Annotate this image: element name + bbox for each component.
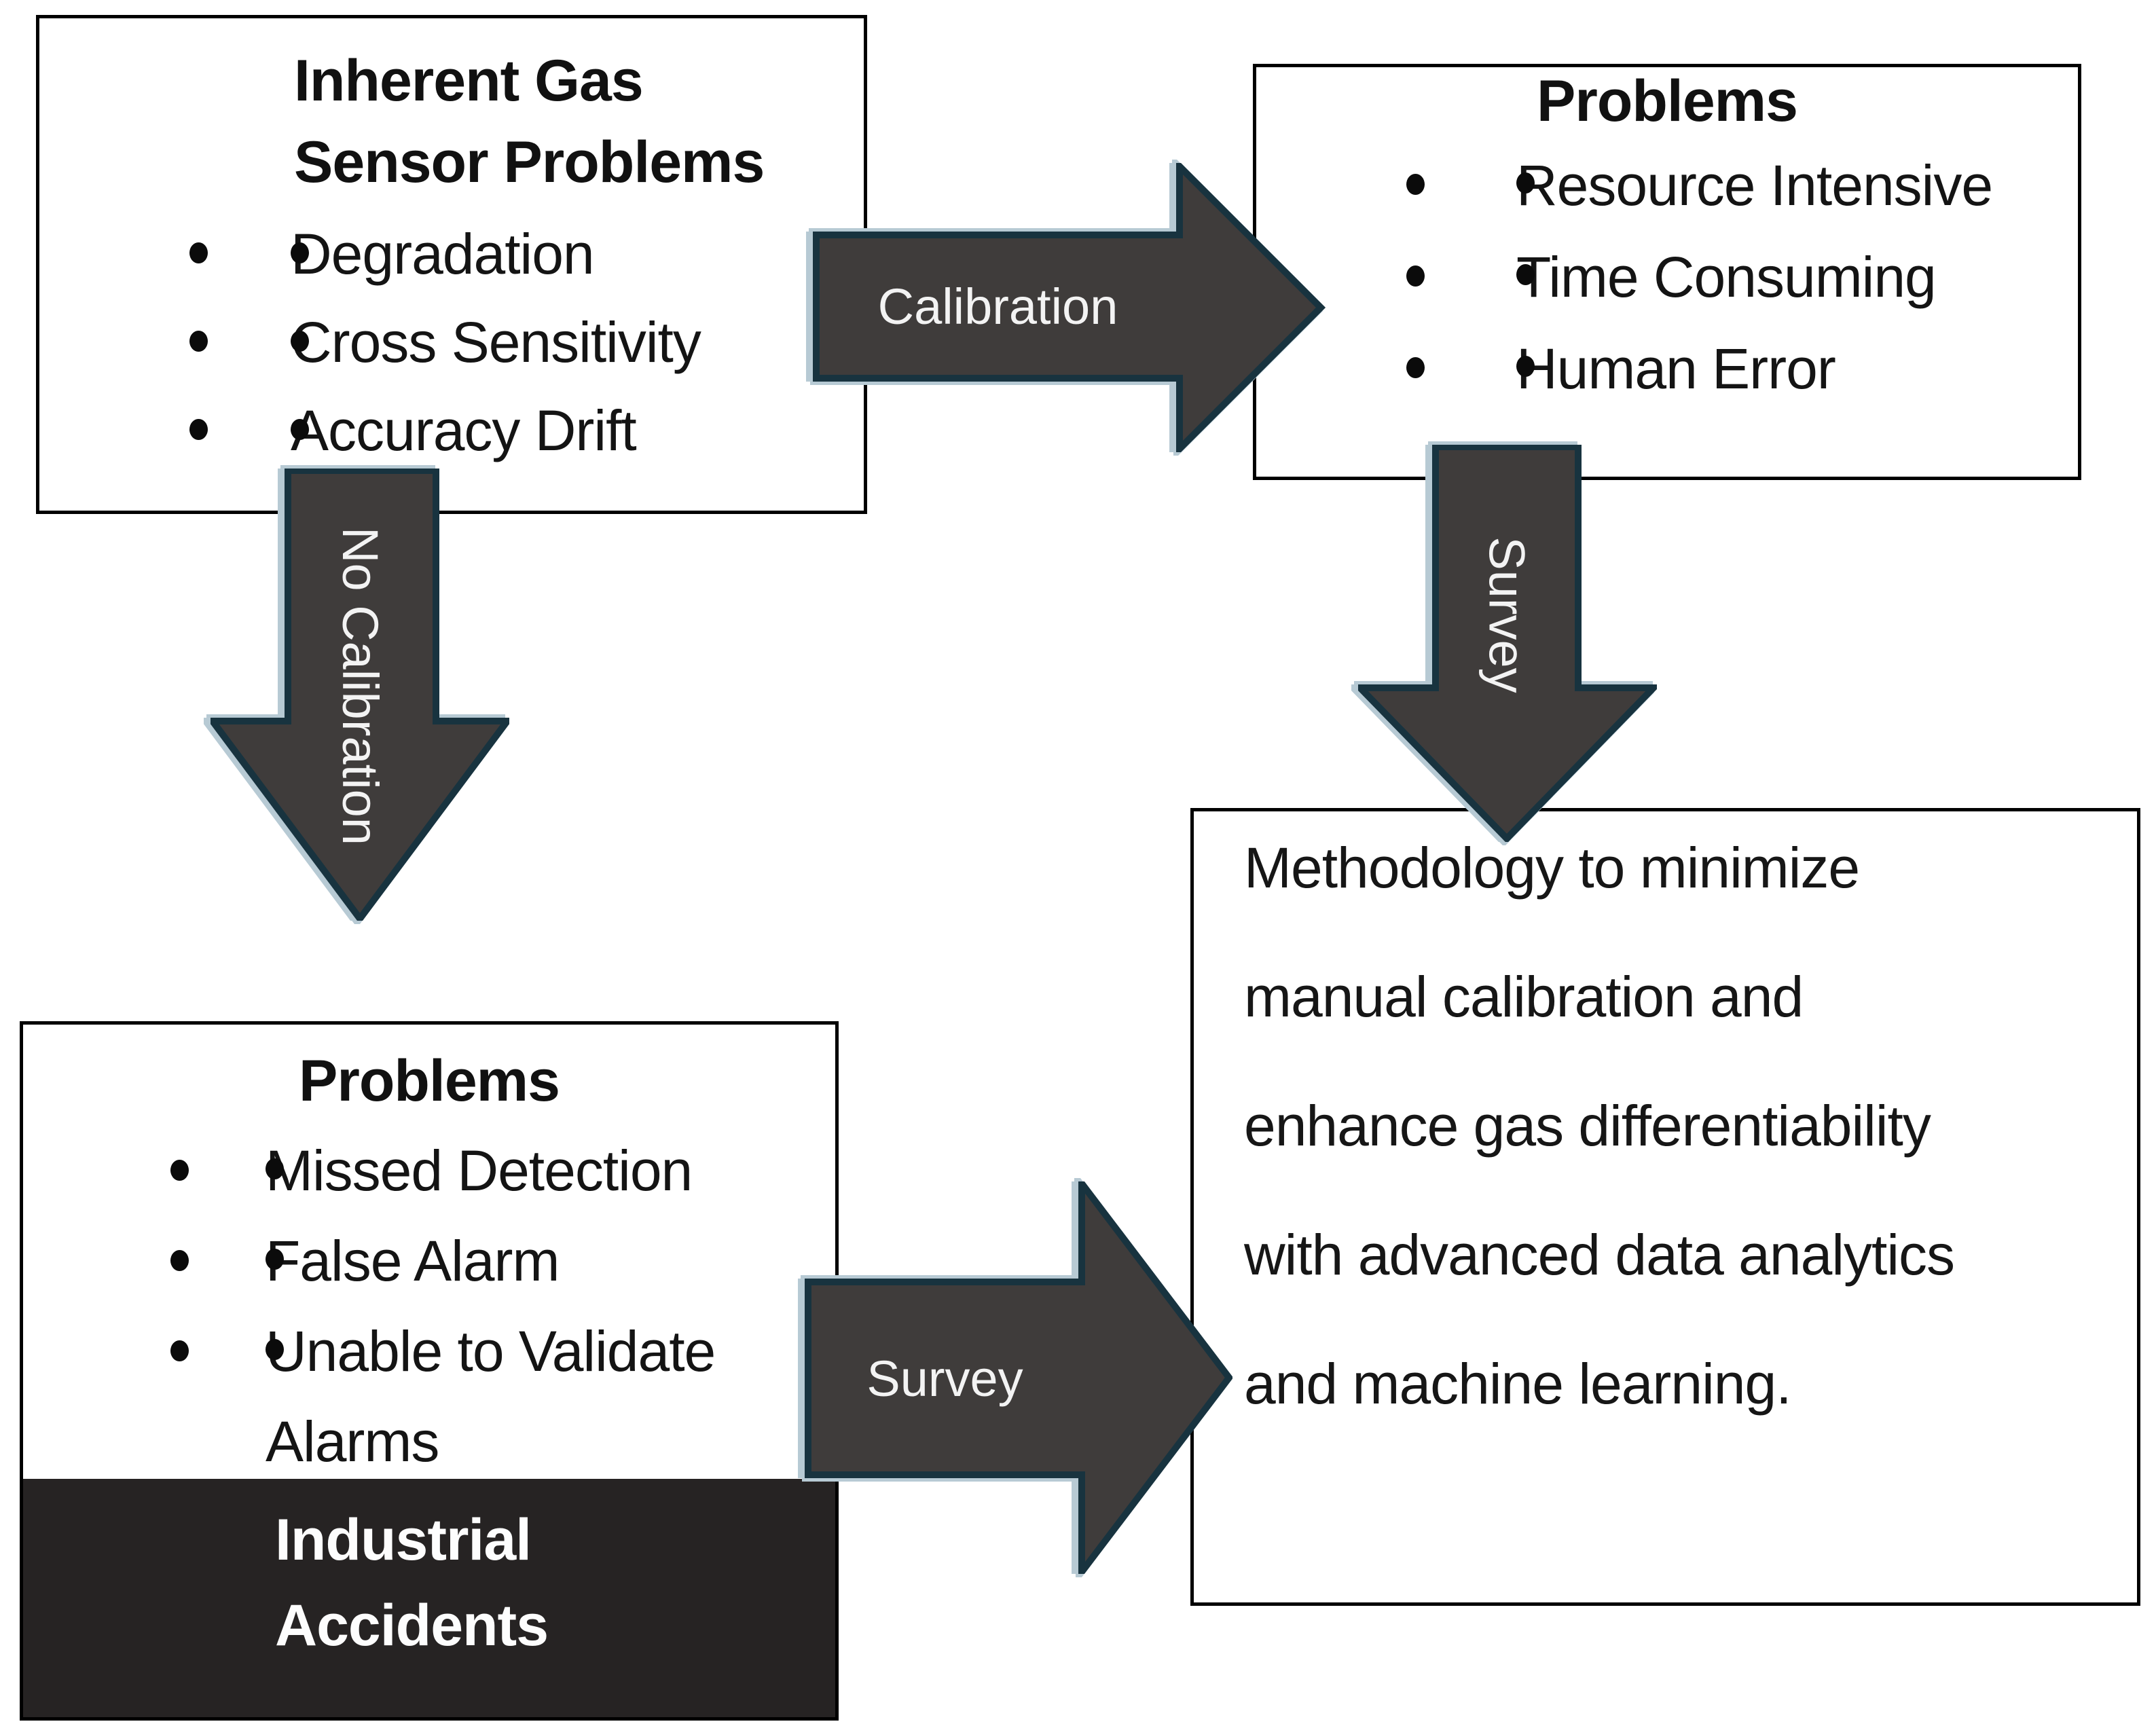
bullet-text: Human Error (1516, 337, 1836, 401)
no-calibration-problems-bullet-list: Missed Detection False Alarm Unable to V… (170, 1126, 809, 1487)
arrow-calibration: Calibration (813, 163, 1326, 452)
inherent-box-title-line2: Sensor Problems (294, 130, 765, 195)
methodology-line: enhance gas differentiability (1244, 1094, 1931, 1158)
bullet-dot-icon (170, 1340, 189, 1361)
box-no-calibration-problems: Problems Missed Detection False Alarm Un… (20, 1021, 839, 1721)
bullet-dot-icon (1406, 265, 1425, 287)
list-item: Accuracy Drift (189, 386, 861, 475)
list-item: Time Consuming (1406, 232, 2073, 323)
bullet-text: Unable to Validate Alarms (266, 1319, 716, 1473)
methodology-line: Methodology to minimize (1244, 836, 1860, 900)
box-methodology: Methodology to minimize manual calibrati… (1190, 808, 2140, 1606)
bullet-text: Time Consuming (1516, 245, 1937, 309)
methodology-line: with advanced data analytics (1244, 1223, 1955, 1287)
bullet-text: False Alarm (266, 1229, 560, 1293)
calibration-problems-title: Problems (1537, 69, 1798, 134)
bullet-text: Resource Intensive (1516, 153, 1993, 217)
methodology-line: and machine learning. (1244, 1352, 1792, 1416)
arrow-survey-bottom-label: Survey (866, 1350, 1023, 1407)
calibration-problems-bullet-list: Resource Intensive Time Consuming Human … (1406, 140, 2073, 415)
arrow-survey-right-label: Survey (1358, 445, 1656, 784)
methodology-line: manual calibration and (1244, 965, 1804, 1029)
bullet-dot-icon (189, 419, 208, 440)
bullet-dot-icon (1406, 357, 1425, 378)
down-arrow-icon (211, 469, 509, 921)
list-item: Unable to Validate Alarms (170, 1306, 809, 1487)
arrow-survey-right: Survey (1358, 445, 1657, 842)
list-item: False Alarm (170, 1216, 809, 1306)
right-arrow-icon (805, 1181, 1232, 1574)
bullet-dot-icon (170, 1160, 189, 1181)
bullet-dot-icon (189, 242, 208, 263)
list-item: Degradation (189, 210, 861, 298)
list-item: Human Error (1406, 323, 2073, 415)
arrow-calibration-label: Calibration (877, 278, 1118, 335)
box-calibration-problems: Problems Resource Intensive Time Consumi… (1253, 64, 2081, 480)
bullet-text: Cross Sensitivity (291, 310, 701, 374)
arrow-no-calibration-label: No Calibration (211, 469, 509, 903)
arrow-no-calibration: No Calibration (211, 469, 509, 921)
arrow-no-calibration-label-text: No Calibration (331, 526, 388, 845)
bullet-text: Accuracy Drift (291, 399, 637, 462)
list-item: Resource Intensive (1406, 140, 2073, 232)
bullet-text: Missed Detection (266, 1139, 693, 1202)
methodology-text: Methodology to minimize manual calibrati… (1244, 803, 2134, 1448)
industrial-accidents-band: Industrial Accidents (23, 1479, 835, 1717)
bullet-dot-icon (1406, 174, 1425, 195)
arrow-survey-right-label-text: Survey (1478, 536, 1535, 693)
list-item: Cross Sensitivity (189, 298, 861, 386)
arrow-survey-bottom: Survey (805, 1181, 1232, 1574)
down-arrow-icon (1358, 445, 1657, 842)
inherent-box-title-line1: Inherent Gas (294, 48, 644, 113)
inherent-box-bullet-list: Degradation Cross Sensitivity Accuracy D… (189, 210, 861, 475)
bullet-dot-icon (189, 331, 208, 352)
bullet-dot-icon (170, 1250, 189, 1271)
list-item: Missed Detection (170, 1126, 809, 1216)
bullet-text: Degradation (291, 222, 595, 286)
right-arrow-icon (813, 163, 1326, 452)
no-calibration-problems-title: Problems (299, 1048, 560, 1114)
inherent-box-title: Inherent Gas Sensor Problems (294, 40, 765, 203)
industrial-accidents-label: Industrial Accidents (275, 1507, 549, 1658)
box-inherent-gas-sensor-problems: Inherent Gas Sensor Problems Degradation… (36, 15, 867, 514)
